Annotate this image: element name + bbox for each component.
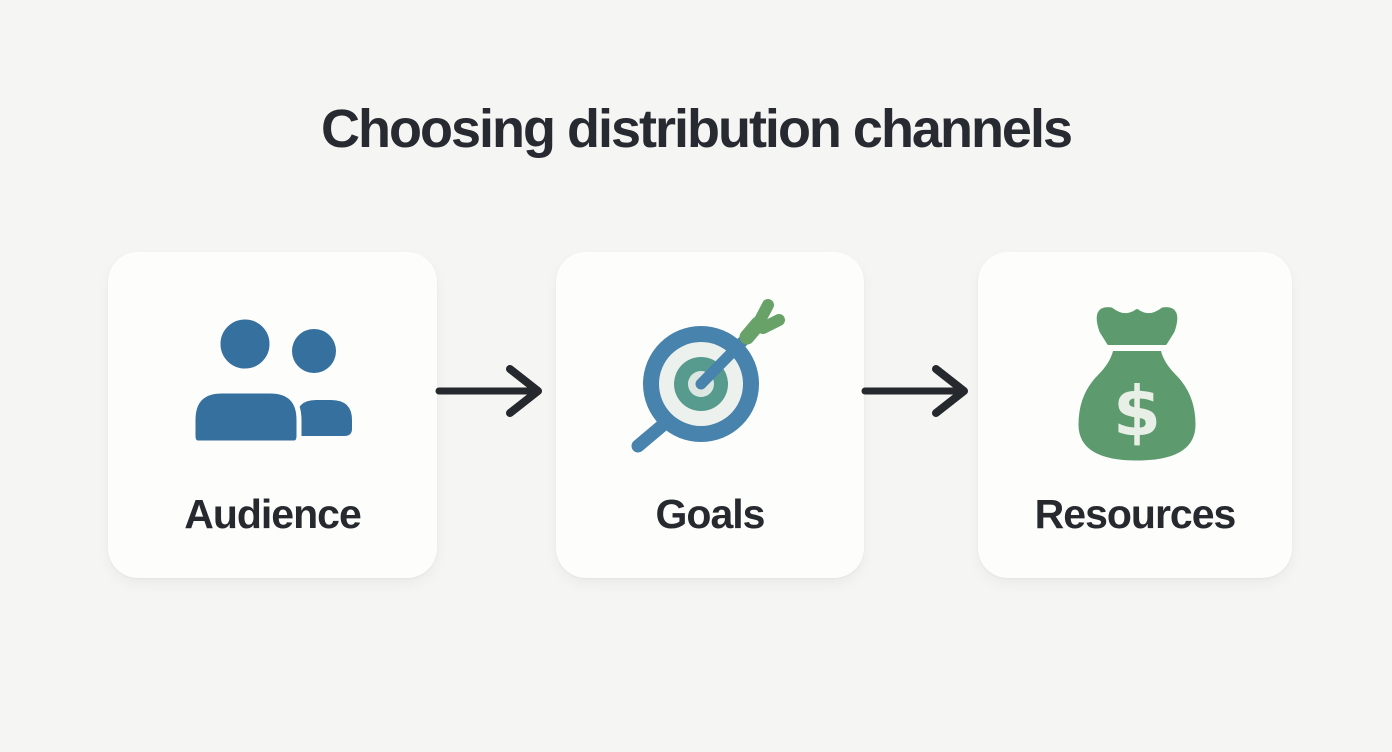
dollar-glyph: $ — [1113, 372, 1161, 452]
card-label-resources: Resources — [1034, 491, 1237, 537]
arrow-right-icon — [435, 365, 542, 417]
page-title: Choosing distribution channels — [321, 99, 1073, 159]
card-label-goals: Goals — [655, 491, 766, 537]
target-dart-icon — [631, 299, 785, 453]
card-audience: Audience — [108, 252, 437, 578]
arrow-right-icon — [861, 365, 968, 417]
card-goals: Goals — [556, 252, 864, 578]
card-resources: $ Resources — [978, 252, 1292, 578]
people-icon — [192, 316, 352, 446]
card-label-audience: Audience — [184, 491, 362, 537]
money-bag-icon: $ — [1078, 307, 1196, 461]
